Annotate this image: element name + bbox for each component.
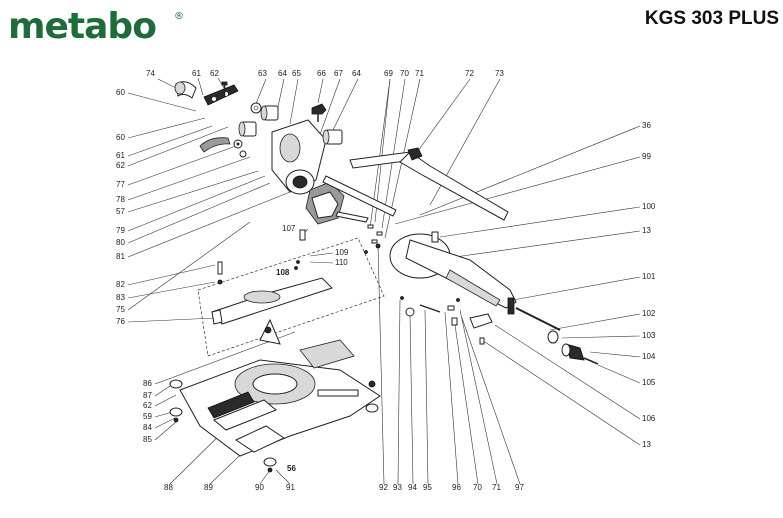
callout-66: 66: [317, 69, 326, 78]
bolt-82: [217, 261, 223, 285]
callout-97: 97: [515, 483, 524, 492]
feet-59-84: [169, 379, 379, 473]
callout-83: 83: [116, 293, 125, 302]
callout-60: 60: [116, 88, 125, 97]
screw-62: [221, 81, 228, 96]
logo-text: metabo: [8, 6, 156, 46]
callout-87: 87: [143, 391, 152, 400]
callout-77: 77: [116, 180, 125, 189]
callout-75: 75: [116, 305, 125, 314]
callout-71: 71: [415, 69, 424, 78]
clamp-bracket-61: [203, 84, 239, 106]
callout-61: 61: [192, 69, 201, 78]
callout-100: 100: [642, 202, 656, 211]
callout-36: 36: [642, 121, 651, 130]
guide-bushings-64: [322, 129, 343, 145]
callout-81: 81: [116, 252, 125, 261]
disc-103: [547, 330, 559, 344]
callout-104: 104: [642, 352, 656, 361]
callout-110: 110: [335, 258, 348, 267]
gear-segment-57: [305, 181, 345, 225]
callout-90: 90: [255, 483, 264, 492]
callout-108: 108: [276, 268, 290, 277]
callout-92: 92: [379, 483, 388, 492]
knob-104: [561, 343, 585, 361]
callout-99: 99: [642, 152, 651, 161]
callout-76: 76: [116, 317, 125, 326]
fence-assembly-box: [197, 229, 385, 357]
registered-mark: ®: [174, 11, 184, 22]
callout-93: 93: [393, 483, 402, 492]
callout-89: 89: [204, 483, 213, 492]
callout-106: 106: [642, 414, 656, 423]
small-pins-69-71: [364, 224, 383, 254]
callout-105: 105: [642, 378, 656, 387]
callout-72: 72: [465, 69, 474, 78]
callout-64: 64: [278, 69, 287, 78]
callout-59: 59: [143, 412, 152, 421]
callout-101: 101: [642, 272, 656, 281]
callout-67: 67: [334, 69, 343, 78]
metabo-logo: metabo ®: [8, 6, 188, 47]
callout-61: 61: [116, 151, 125, 160]
lower-small-parts-92-97: [400, 296, 485, 345]
callout-13: 13: [642, 226, 651, 235]
screw-105: [583, 357, 599, 365]
callout-13: 13: [642, 440, 651, 449]
wing-knob-66: [311, 103, 327, 122]
callout-74: 74: [146, 69, 155, 78]
callout-65: 65: [292, 69, 301, 78]
sleeves-63-64: [238, 102, 279, 137]
clamp-106: [469, 313, 493, 329]
callout-109: 109: [335, 248, 349, 257]
small-washer-77: [233, 139, 247, 158]
callout-62: 62: [210, 69, 219, 78]
callout-69: 69: [384, 69, 393, 78]
base-88-89: [179, 318, 381, 457]
callout-78: 78: [116, 195, 125, 204]
callout-95: 95: [423, 483, 432, 492]
callout-85: 85: [143, 435, 152, 444]
callout-70: 70: [473, 483, 482, 492]
callout-84: 84: [143, 423, 152, 432]
callout-64: 64: [352, 69, 361, 78]
pivot-housing-65: [271, 119, 327, 195]
callout-57: 57: [116, 207, 125, 216]
callout-96: 96: [452, 483, 461, 492]
callout-103: 103: [642, 331, 656, 340]
callout-73: 73: [495, 69, 504, 78]
callout-60: 60: [116, 133, 125, 142]
callout-107: 107: [282, 224, 296, 233]
callout-63: 63: [258, 69, 267, 78]
callout-62: 62: [116, 161, 125, 170]
guide-rods: [322, 151, 414, 223]
callout-71: 71: [492, 483, 501, 492]
cover-rail-72: [399, 147, 509, 221]
model-title: KGS 303 PLUS: [644, 8, 779, 29]
callout-86: 86: [143, 379, 152, 388]
table-arm-101: [389, 233, 517, 315]
callout-94: 94: [408, 483, 417, 492]
callout-80: 80: [116, 238, 125, 247]
callout-82: 82: [116, 280, 125, 289]
callout-79: 79: [116, 226, 125, 235]
callout-88: 88: [164, 483, 173, 492]
callout-labels: 74 61 62 63 64 65 66 67 64 69 70 71 72 7…: [116, 69, 656, 492]
bolt-100: [431, 231, 439, 243]
callout-56: 56: [287, 464, 296, 473]
callout-91: 91: [286, 483, 295, 492]
callout-102: 102: [642, 309, 656, 318]
lever-arm-60: [199, 137, 231, 153]
rod-102: [515, 307, 561, 331]
callout-70: 70: [400, 69, 409, 78]
hose-elbow-74: [174, 81, 197, 99]
callout-62: 62: [143, 401, 152, 410]
